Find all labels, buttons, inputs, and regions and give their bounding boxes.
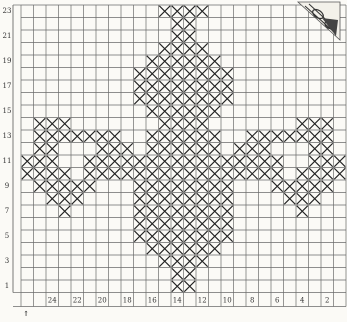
column-number-label: 22 bbox=[73, 297, 82, 305]
column-number-label: 4 bbox=[300, 297, 305, 305]
column-number-label: 16 bbox=[148, 297, 157, 305]
row-number-label: 15 bbox=[3, 107, 12, 115]
row-number-label: 7 bbox=[5, 207, 9, 215]
column-number-label: 14 bbox=[173, 297, 182, 305]
row-number-label: 1 bbox=[5, 282, 9, 290]
row-number-label: 9 bbox=[5, 182, 9, 190]
column-number-label: 18 bbox=[123, 297, 132, 305]
column-number-label: 10 bbox=[223, 297, 232, 305]
row-number-label: 17 bbox=[3, 82, 12, 90]
row-number-label: 3 bbox=[5, 257, 9, 265]
start-arrow-icon: ↑ bbox=[23, 309, 29, 318]
row-number-label: 21 bbox=[3, 32, 12, 40]
column-number-label: 12 bbox=[198, 297, 207, 305]
column-number-label: 24 bbox=[48, 297, 57, 305]
row-number-label: 13 bbox=[3, 132, 12, 140]
row-number-label: 23 bbox=[3, 7, 12, 15]
column-number-label: 6 bbox=[275, 297, 280, 305]
row-number-label: 5 bbox=[5, 232, 9, 240]
row-number-label: 19 bbox=[3, 57, 12, 65]
column-number-label: 2 bbox=[325, 297, 329, 305]
row-number-label: 11 bbox=[3, 157, 12, 165]
column-number-label: 20 bbox=[98, 297, 107, 305]
column-number-label: 8 bbox=[250, 297, 254, 305]
